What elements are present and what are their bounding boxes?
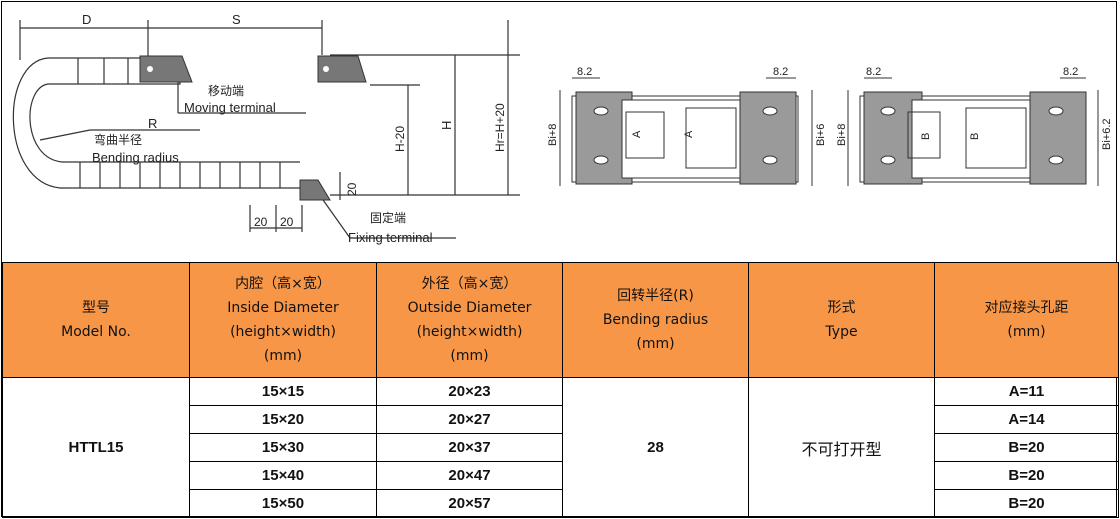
hole-cell: B=20 [934, 489, 1119, 518]
moving-terminal-cn: 移动端 [208, 84, 244, 98]
pitch-label-1: 20 [254, 215, 268, 229]
drag-chain-diagram: D S R 移动端 Moving terminal 弯曲半径 Bending r… [12, 12, 1113, 245]
link-view-b-labels: 8.2 8.2 Bi+8 Bi+6.2 B B [836, 66, 1113, 150]
moving-terminal-en: Moving terminal [184, 100, 276, 115]
table-row: 15×40 20×47 B=20 [3, 461, 1119, 490]
header-hole-distance: 对应接头孔距 (mm) [934, 262, 1119, 378]
outside-cell: 20×23 [376, 377, 563, 406]
link-b-dim-right: Bi+6.2 [1101, 119, 1113, 151]
dim-20-vertical-label: 20 [345, 182, 359, 196]
inside-cell: 15×30 [189, 433, 377, 462]
table-row: 15×30 20×37 B=20 [3, 433, 1119, 462]
hole-cell: B=20 [934, 461, 1119, 490]
inside-cell: 15×40 [189, 461, 377, 490]
header-model: 型号 Model No. [2, 262, 190, 378]
link-b-dim-left: Bi+8 [836, 124, 848, 146]
outside-cell: 20×37 [376, 433, 563, 462]
fixing-terminal-en: Fixing terminal [348, 230, 433, 245]
link-b-label-big: B [969, 133, 981, 140]
link-view-a-drawing [559, 77, 813, 186]
dim-h-label: H [439, 121, 454, 130]
link-a-dim-right: Bi+6 [815, 124, 827, 146]
link-b-label-small: B [920, 133, 932, 140]
dim-d-label: D [82, 12, 91, 27]
terminal-brackets [139, 55, 367, 201]
header-outside-diameter: 外径（高×宽） Outside Diameter (height×width) … [376, 262, 563, 378]
table-header-row: 型号 Model No. 内腔（高×宽） Inside Diameter (he… [2, 262, 1119, 378]
dim-r-label: R [148, 116, 157, 131]
link-b-dim-top-right: 8.2 [1063, 66, 1078, 78]
link-a-dim-left: Bi+8 [547, 124, 559, 146]
bending-radius-en: Bending radius [92, 150, 179, 165]
side-view-drawing [12, 20, 520, 239]
header-type: 形式 Type [748, 262, 935, 378]
hole-cell: A=11 [934, 377, 1119, 406]
dim-hr-label: Hr=H+20 [493, 103, 507, 152]
link-view-b-drawing [847, 77, 1099, 186]
hole-cell: B=20 [934, 433, 1119, 462]
inside-cell: 15×20 [189, 405, 377, 434]
spec-table: 型号 Model No. 内腔（高×宽） Inside Diameter (he… [2, 262, 1119, 518]
side-view-labels: D S R 移动端 Moving terminal 弯曲半径 Bending r… [82, 12, 507, 245]
type-cell: 不可打开型 [748, 377, 935, 518]
link-a-dim-top-left: 8.2 [577, 66, 592, 78]
dim-h-minus-label: H-20 [393, 126, 407, 152]
outside-cell: 20×47 [376, 461, 563, 490]
link-a-label-small: A [631, 130, 643, 138]
link-a-dim-top-right: 8.2 [773, 66, 788, 78]
diagram-svg: D S R 移动端 Moving terminal 弯曲半径 Bending r… [12, 12, 1113, 245]
pitch-label-2: 20 [280, 215, 294, 229]
outside-cell: 20×27 [376, 405, 563, 434]
table-row: 15×20 20×27 A=14 [3, 405, 1119, 434]
outside-cell: 20×57 [376, 489, 563, 518]
inside-cell: 15×15 [189, 377, 377, 406]
link-view-a-labels: 8.2 8.2 Bi+8 Bi+6 A A [547, 66, 827, 146]
link-b-dim-top-left: 8.2 [866, 66, 881, 78]
fixing-terminal-cn: 固定端 [370, 210, 406, 225]
bending-radius-cell: 28 [562, 377, 749, 518]
table-row: HTTL15 15×15 20×23 28 不可打开型 A=11 [2, 377, 1119, 518]
model-cell: HTTL15 [2, 377, 190, 518]
header-bending-radius: 回转半径(R) Bending radius (mm) [562, 262, 749, 378]
link-a-label-big: A [683, 130, 695, 138]
table-row: 15×50 20×57 B=20 [3, 489, 1119, 518]
hole-cell: A=14 [934, 405, 1119, 434]
inside-cell: 15×50 [189, 489, 377, 518]
header-inside-diameter: 内腔（高×宽） Inside Diameter (height×width) (… [189, 262, 377, 378]
bending-radius-cn: 弯曲半径 [94, 132, 142, 147]
dim-s-label: S [232, 12, 241, 27]
